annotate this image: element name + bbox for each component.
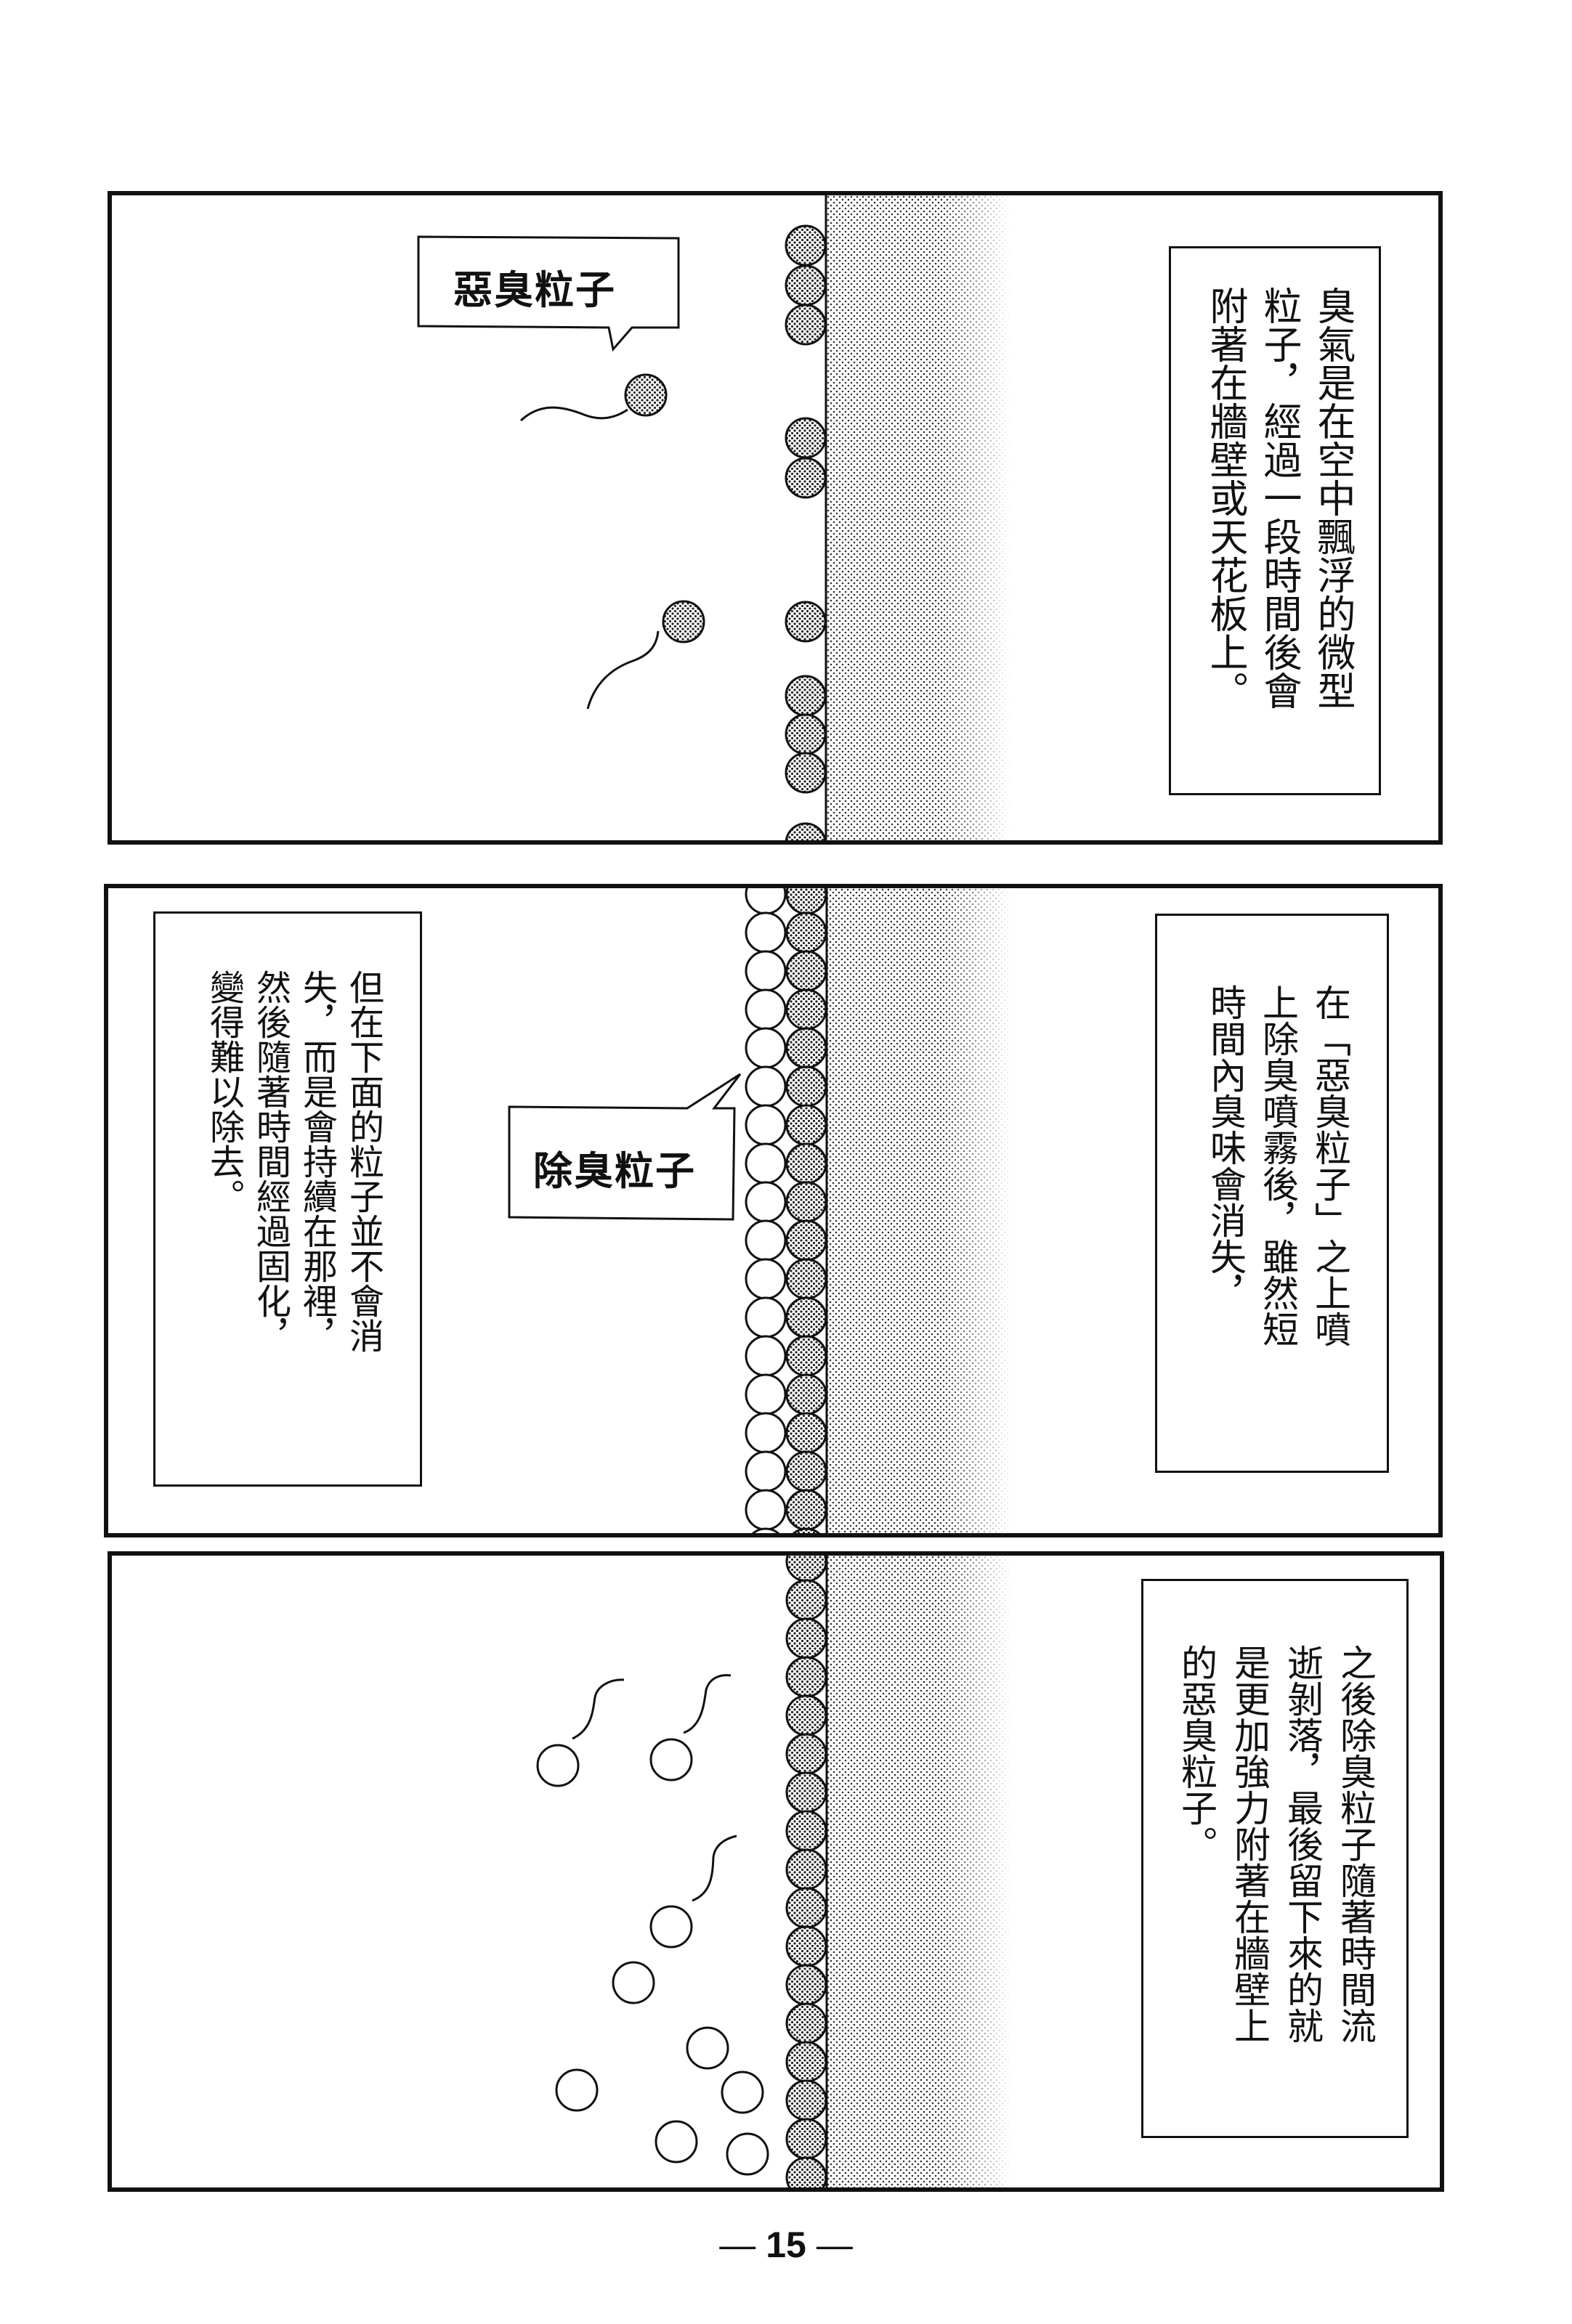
attached-odor-particles [785,888,827,1533]
attached-odor-particles [785,1556,827,2187]
narration-1-col-3: 附著在牆壁或天花板上。 [1204,286,1248,710]
narration-box-2-left: 但在下面的粒子並不會消 失，而是會持續在那裡， 然後隨著時間經過固化， 變得難以… [153,911,422,1487]
narration-2-left-col-1: 但在下面的粒子並不會消 [343,970,384,1353]
attached-odor-particles [785,224,827,840]
narration-2-right-col-3: 時間內臭味會消失， [1204,984,1247,1311]
narration-2-left-col-3: 然後隨著時間經過固化， [250,970,291,1353]
panel-2: 除臭粒子 但在下面的粒子並不會消 失，而是會持續在那裡， 然後隨著時間經過固化，… [104,884,1443,1537]
narration-2-left-col-4: 變得難以除去。 [203,970,244,1214]
panel-3-artwork [536,1556,1012,2187]
deodorant-particles [745,888,787,1533]
motion-trails [572,1674,737,1902]
narration-box-3: 之後除臭粒子隨著時間流 逝剝落，最後留下來的就 是更加強力附著在牆壁上 的惡臭粒… [1141,1579,1409,2138]
narration-2-left-col-2: 失，而是會持續在那裡， [296,970,337,1353]
narration-3-col-2: 逝剝落，最後留下來的就 [1281,1644,1324,2044]
narration-2-right-col-1: 在「惡臭粒子」之上噴 [1309,984,1351,1347]
narration-1-col-1: 臭氣是在空中飄浮的微型 [1311,286,1356,710]
panel-3: 之後除臭粒子隨著時間流 逝剝落，最後留下來的就 是更加強力附著在牆壁上 的惡臭粒… [108,1551,1444,2192]
narration-2-right-col-2: 上除臭噴霧後，雖然短 [1257,984,1299,1347]
panel-2-artwork [508,888,1012,1533]
narration-3-col-1: 之後除臭粒子隨著時間流 [1334,1644,1377,2044]
narration-box-1: 臭氣是在空中飄浮的微型 粒子，經過一段時間後會 附著在牆壁或天花板上。 [1169,246,1381,795]
detached-deodorant-particles [536,1738,769,2176]
narration-box-2-right: 在「惡臭粒子」之上噴 上除臭噴霧後，雖然短 時間內臭味會消失， [1155,914,1389,1473]
speech-bubble-deodorant-shape [508,1073,742,1221]
wall-screentone [827,1556,1012,2187]
panel-1: 惡臭粒子 臭氣是在空中飄浮的微型 粒子，經過一段時間後會 附著在牆壁或天花板上。 [108,191,1443,845]
narration-3-col-4: 的惡臭粒子。 [1175,1644,1218,1862]
panel-1-artwork [417,195,1011,840]
wall-screentone [826,195,1011,840]
page-number-dash-left: — [719,2225,756,2265]
speech-bubble-odor-shape [417,235,680,352]
speech-bubble-deodorant-label: 除臭粒子 [533,1148,696,1194]
page-number-dash-right: — [816,2225,853,2265]
narration-1-col-2: 粒子，經過一段時間後會 [1257,286,1302,710]
floating-odor-particle-1 [519,373,668,422]
page-number-value: 15 [766,2225,806,2265]
wall-screentone [827,888,1012,1533]
narration-3-col-3: 是更加強力附著在牆壁上 [1228,1644,1271,2044]
page-number: —15— [0,2224,1572,2266]
speech-bubble-odor-label: 惡臭粒子 [453,267,616,313]
floating-odor-particle-2 [586,600,705,710]
